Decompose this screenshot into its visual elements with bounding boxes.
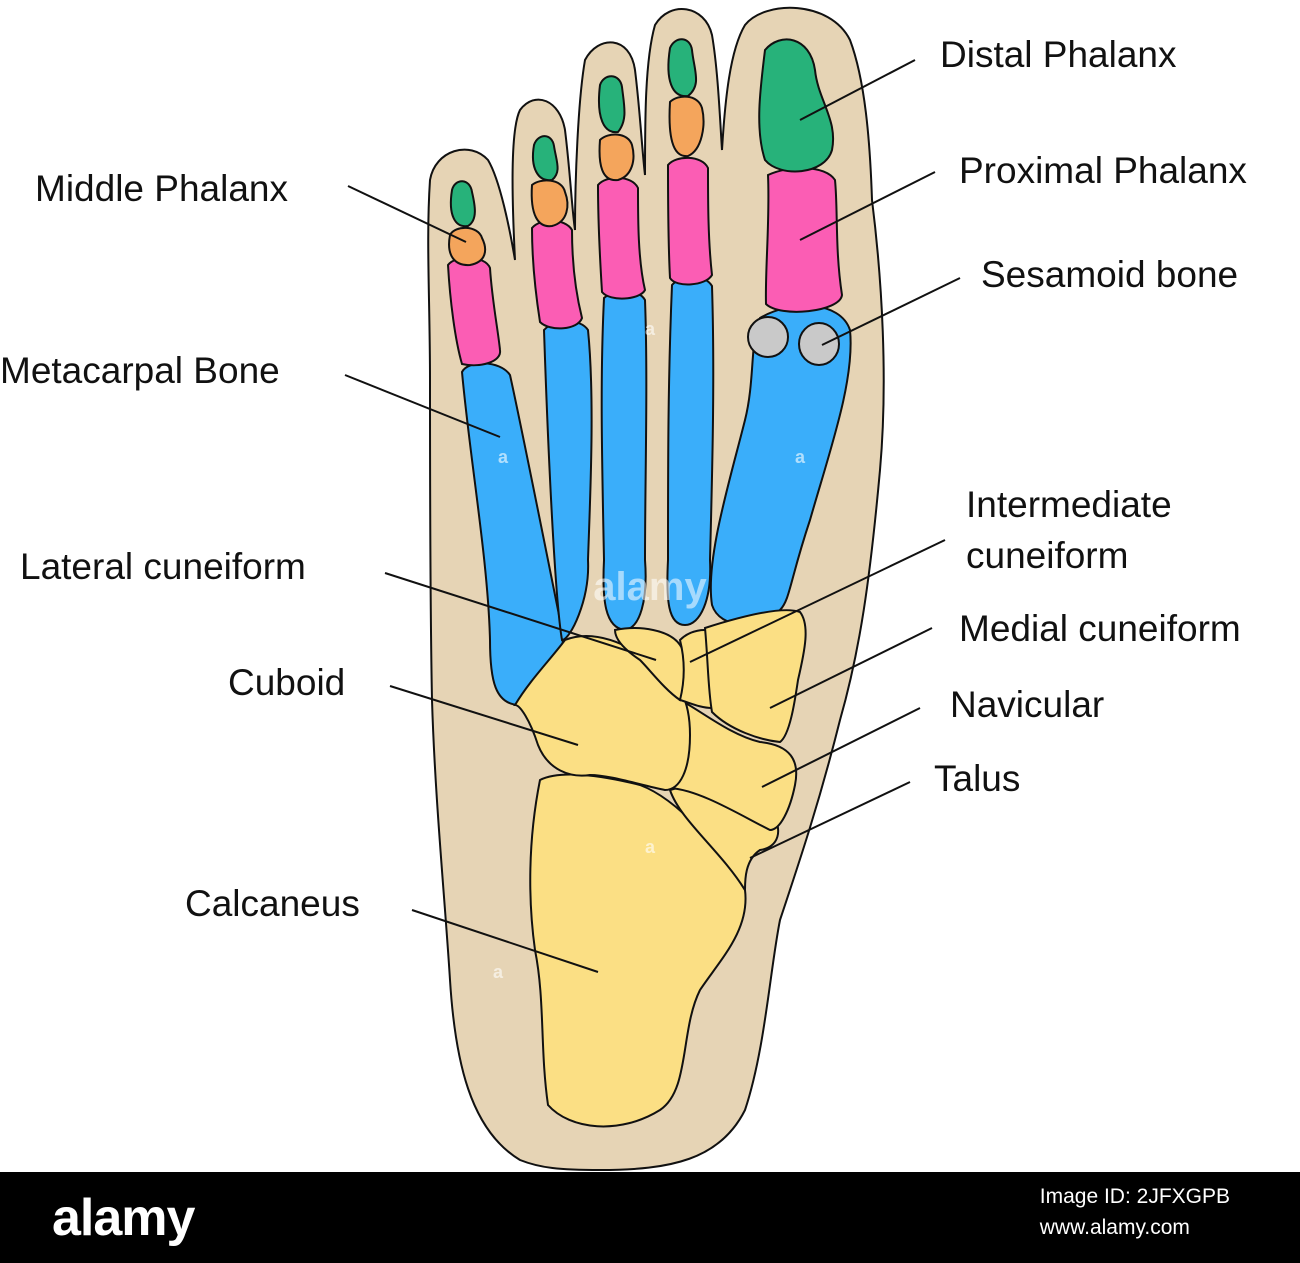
- leader-metacarpal: [344, 374, 501, 438]
- label-calcaneus: Calcaneus: [185, 883, 360, 924]
- proximal-phalanx-1: [764, 167, 844, 313]
- label-navicular: Navicular: [950, 684, 1105, 725]
- middle-phalanx-3: [598, 133, 635, 182]
- proximal-phalanx-4: [530, 219, 584, 330]
- leader-talus: [749, 781, 911, 859]
- sesamoid-medial: [798, 322, 840, 366]
- distal-phalanx-4: [532, 135, 559, 182]
- leader-lines: [344, 59, 961, 973]
- watermark-mark: a: [498, 447, 509, 467]
- metatarsal-bones: [460, 275, 852, 707]
- leader-calcaneus: [411, 909, 599, 973]
- watermark-center: alamy: [593, 565, 707, 609]
- label-sesamoid-bone: Sesamoid bone: [981, 254, 1239, 295]
- foot-illustration: alamy a a a a a a: [344, 6, 961, 1172]
- label-cuboid: Cuboid: [228, 662, 346, 703]
- leader-navicular: [761, 707, 921, 788]
- footer-brand-logo: alamy: [52, 1189, 195, 1247]
- watermark-mark: a: [795, 962, 806, 982]
- watermark-marks: a a a a a a: [493, 319, 806, 982]
- distal-phalanx-5: [449, 180, 476, 228]
- footer-meta: Image ID: 2JFXGPB www.alamy.com: [1040, 1182, 1230, 1244]
- stock-footer-bar: alamy Image ID: 2JFXGPB www.alamy.com: [0, 1172, 1300, 1263]
- label-middle-phalanx: Middle Phalanx: [35, 168, 288, 209]
- label-proximal-phalanx: Proximal Phalanx: [959, 150, 1247, 191]
- label-intermediate-cuneiform-line2: cuneiform: [966, 535, 1129, 576]
- sesamoid-bones: [747, 316, 840, 366]
- label-metacarpal-bone: Metacarpal Bone: [0, 350, 280, 391]
- label-lateral-cuneiform: Lateral cuneiform: [20, 546, 306, 587]
- leader-cuboid: [389, 685, 579, 746]
- label-distal-phalanx: Distal Phalanx: [940, 34, 1177, 75]
- proximal-phalanx-2: [666, 156, 714, 286]
- footer-image-id: Image ID: 2JFXGPB: [1039, 1185, 1230, 1208]
- leader-medial-cuneiform: [769, 627, 933, 709]
- watermark-mark: a: [645, 837, 656, 857]
- watermark-mark: a: [493, 962, 504, 982]
- metatarsal-2: [666, 275, 715, 627]
- proximal-phalanx-5: [446, 256, 502, 367]
- leader-intermediate-cuneiform: [689, 539, 946, 663]
- leader-distal-phalanx: [799, 59, 916, 121]
- label-medial-cuneiform: Medial cuneiform: [959, 608, 1241, 649]
- distal-phalanx-3: [598, 75, 626, 134]
- label-intermediate-cuneiform-line1: Intermediate: [966, 484, 1172, 525]
- distal-phalanges: [449, 38, 835, 228]
- leader-proximal-phalanx: [799, 171, 936, 241]
- watermark-mark: a: [645, 319, 656, 339]
- metatarsal-4: [542, 320, 593, 642]
- label-talus: Talus: [934, 758, 1021, 799]
- middle-phalanx-4: [530, 179, 569, 228]
- proximal-phalanx-3: [596, 176, 647, 300]
- distal-phalanx-2: [667, 38, 697, 98]
- distal-phalanx-1: [758, 38, 835, 173]
- watermark-mark: a: [795, 447, 806, 467]
- sesamoid-lateral: [747, 316, 789, 358]
- metatarsal-3: [600, 289, 648, 632]
- leader-lateral-cuneiform: [384, 572, 657, 661]
- leader-sesamoid: [821, 277, 961, 346]
- leader-middle-phalanx: [347, 185, 467, 243]
- proximal-phalanges: [446, 156, 844, 367]
- middle-phalanx-2: [668, 95, 705, 158]
- footer-url: www.alamy.com: [1039, 1216, 1190, 1239]
- middle-phalanx-5: [448, 226, 487, 267]
